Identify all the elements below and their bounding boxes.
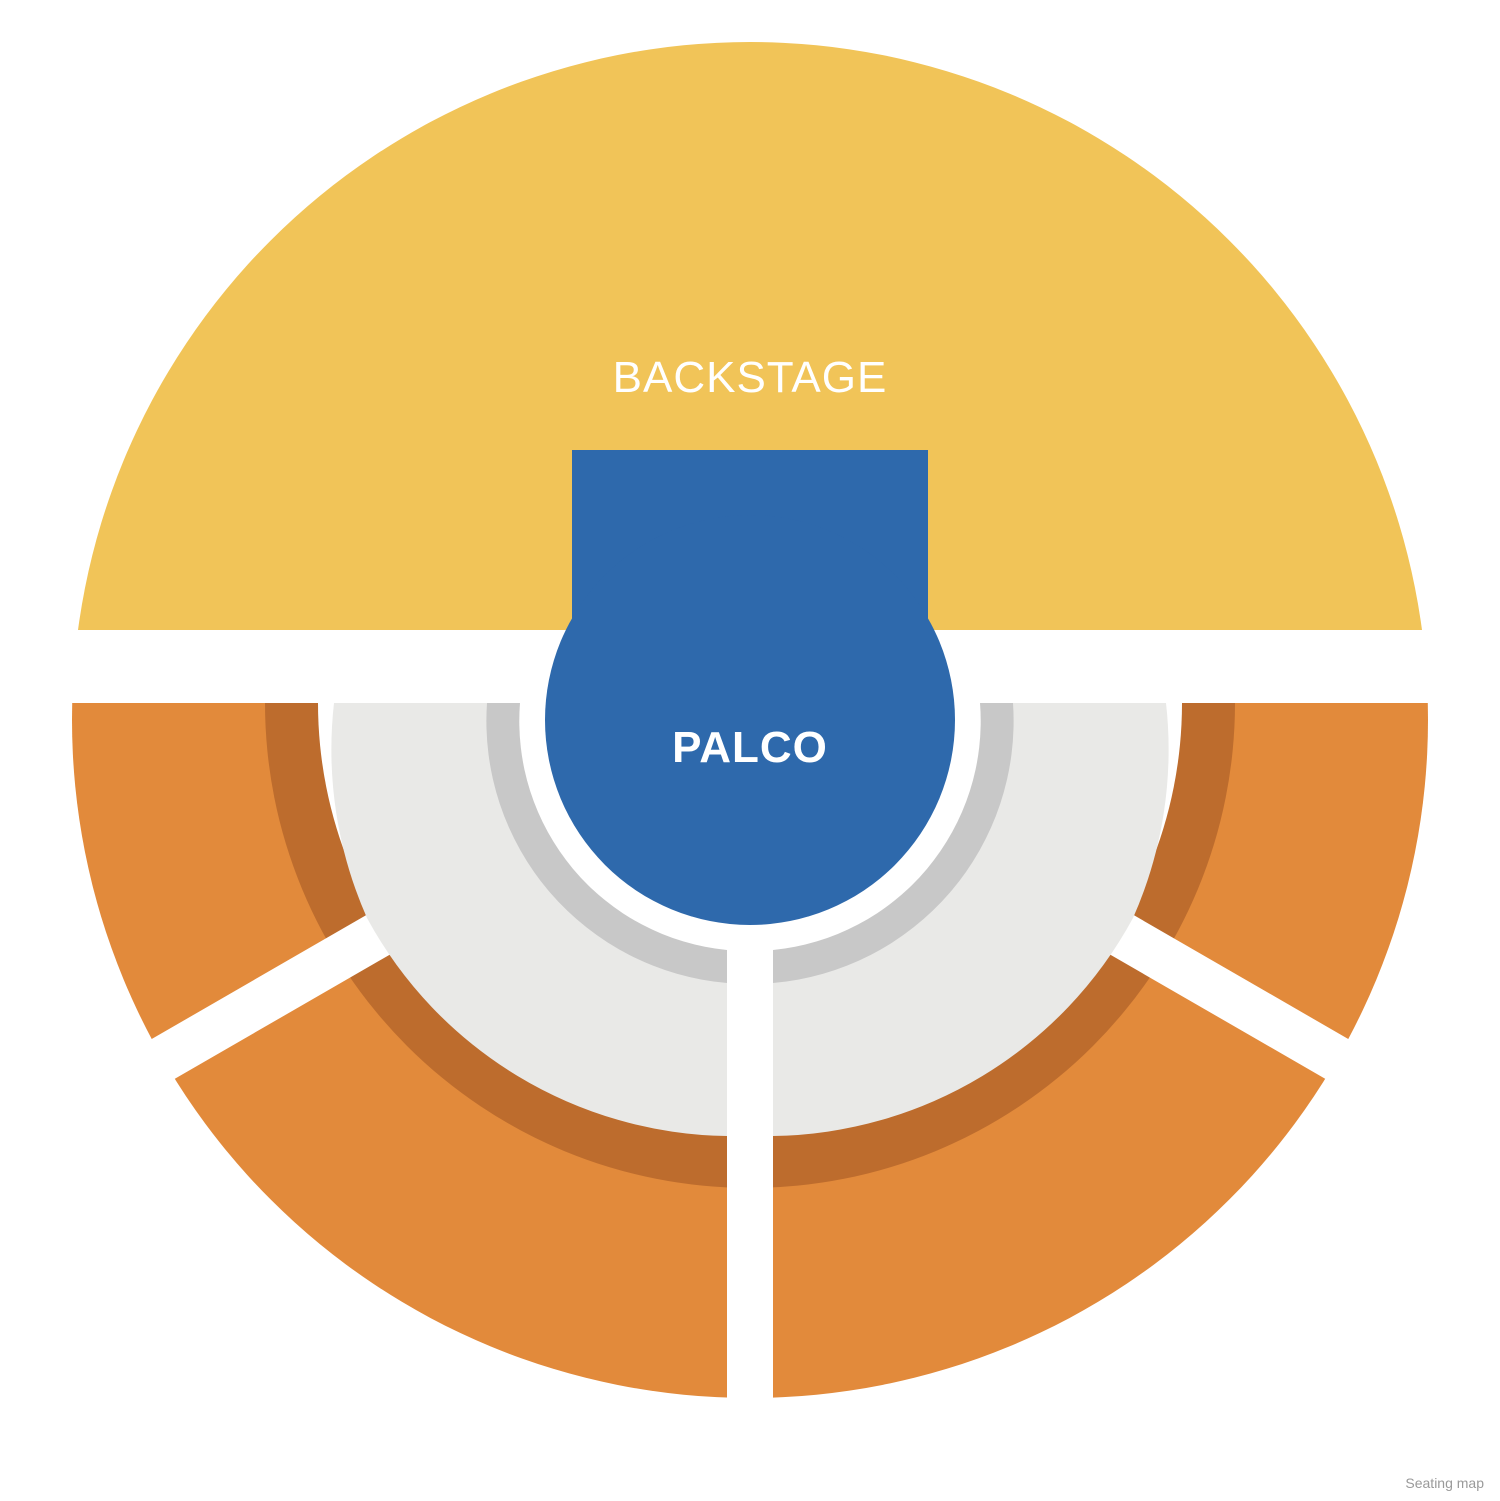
backstage-label: BACKSTAGE bbox=[613, 353, 888, 402]
section-stage[interactable] bbox=[545, 450, 955, 925]
divider-vertical bbox=[727, 900, 773, 1420]
stage-circle[interactable] bbox=[545, 515, 955, 925]
map-title: Seating map bbox=[1405, 1475, 1484, 1491]
stage-label: PALCO bbox=[672, 723, 828, 772]
